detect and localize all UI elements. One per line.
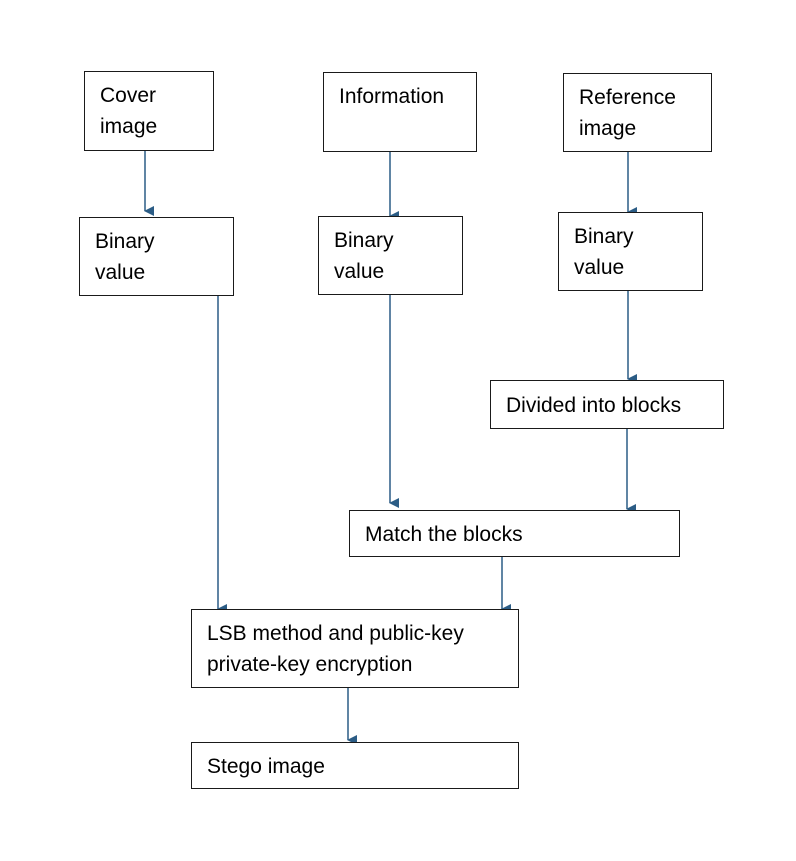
node-cover-image: Cover image [84, 71, 214, 151]
node-binary-value-cover: Binary value [79, 217, 234, 296]
node-stego-image: Stego image [191, 742, 519, 789]
node-lsb-encryption: LSB method and public-key private-key en… [191, 609, 519, 688]
node-binary-value-information: Binary value [318, 216, 463, 295]
node-information: Information [323, 72, 477, 152]
node-reference-image: Reference image [563, 73, 712, 152]
node-divided-into-blocks: Divided into blocks [490, 380, 724, 429]
node-match-the-blocks: Match the blocks [349, 510, 680, 557]
node-binary-value-reference: Binary value [558, 212, 703, 291]
